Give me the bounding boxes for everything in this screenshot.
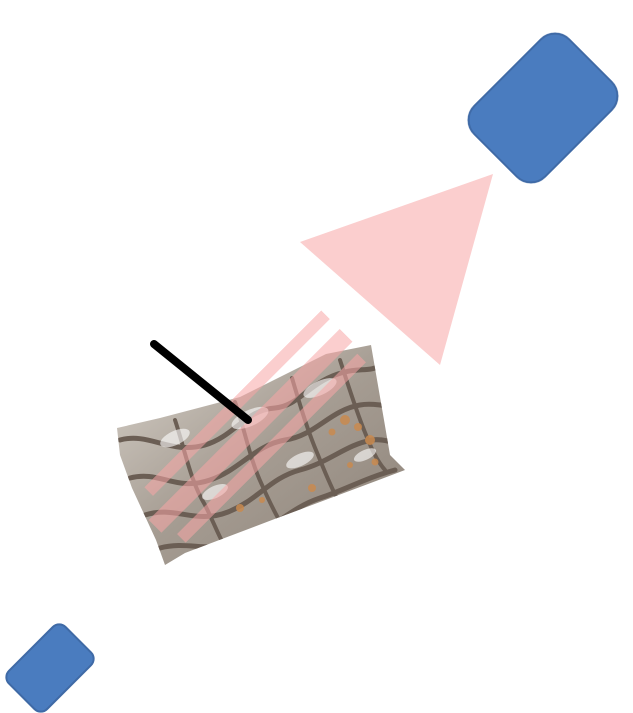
source-block [3,621,98,713]
beam-arrowhead [300,174,493,365]
detector-block [460,25,625,190]
